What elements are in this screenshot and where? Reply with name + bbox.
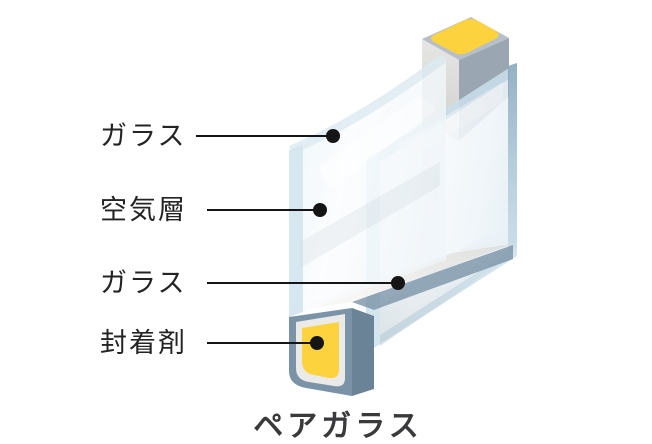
glass-pane-front — [289, 54, 447, 317]
figure-title: ペアガラス — [253, 409, 423, 444]
label-glass-outer: ガラス — [100, 121, 187, 151]
leader-lines — [196, 135, 398, 344]
leader-dot-glass-inner — [391, 276, 405, 290]
label-sealant: 封着剤 — [100, 328, 187, 358]
label-air-layer: 空気層 — [100, 195, 187, 225]
bottom-spacer-end-side — [352, 308, 374, 396]
label-glass-inner: ガラス — [100, 268, 187, 298]
bottom-spacer-side-face — [352, 245, 513, 310]
leader-dot-glass-outer — [326, 129, 340, 143]
front-pane-face — [289, 59, 446, 317]
bottom-sealant — [302, 322, 339, 379]
leader-dots — [310, 129, 405, 350]
leader-dot-sealant — [310, 336, 324, 350]
front-pane-top-edge — [289, 54, 447, 155]
top-sealant — [431, 19, 499, 55]
back-pane-right-edge — [508, 63, 517, 260]
front-pane-left-edge — [289, 145, 303, 317]
leader-dot-air-layer — [313, 203, 327, 217]
pane-reflection — [300, 162, 440, 268]
pane-reflection — [318, 95, 436, 190]
